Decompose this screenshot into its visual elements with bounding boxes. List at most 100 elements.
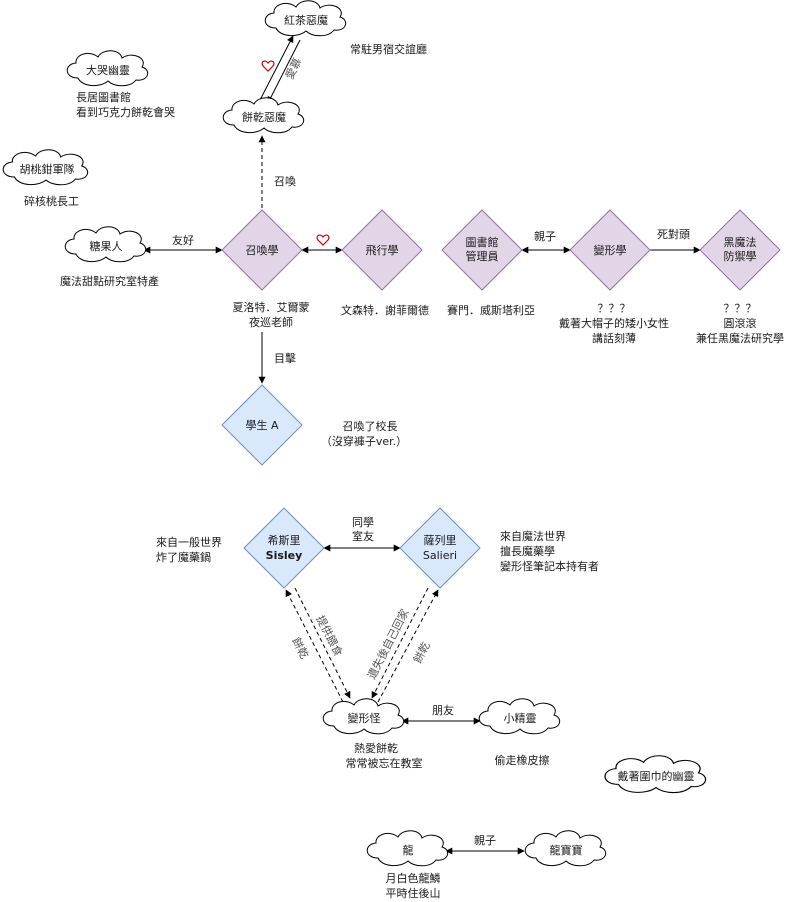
svg-text:圖書館: 圖書館 [466, 235, 499, 249]
svg-text:龍寶寶: 龍寶寶 [550, 843, 583, 857]
edge-label-rival: 死對頭 [657, 227, 690, 241]
edge-sisley-shapeshifter: 提供餵食 餅乾 [285, 587, 351, 703]
edge-label-friendly: 友好 [172, 233, 194, 247]
svg-text:月白色龍鱗: 月白色龍鱗 [386, 871, 441, 885]
svg-text:賽門．威斯塔利亞: 賽門．威斯塔利亞 [447, 303, 535, 317]
svg-text:希斯里: 希斯里 [268, 533, 301, 547]
edge-label-fetch-home: 遺失後自己回家 [364, 606, 411, 681]
note-transform: ？？？ 戴著大帽子的矮小女性 講話刻薄 [559, 302, 669, 345]
node-baby-dragon[interactable]: 龍寶寶 [524, 830, 607, 867]
edge-label-friends: 朋友 [432, 703, 454, 717]
svg-text:魔法甜點研究室特產: 魔法甜點研究室特產 [60, 274, 159, 288]
node-salieri[interactable]: 薩列里 Salieri [399, 507, 481, 589]
edge-label-witness: 目擊 [274, 351, 296, 365]
svg-text:變形學: 變形學 [594, 243, 627, 257]
svg-text:（沒穿褲子ver.）: （沒穿褲子ver.） [321, 434, 407, 448]
svg-text:？？？: ？？？ [724, 302, 757, 315]
edge-label-provide-feeding: 提供餵食 [313, 613, 345, 659]
node-shapeshifter[interactable]: 變形怪 [322, 698, 405, 735]
edge-rival: 死對頭 [650, 227, 701, 254]
node-summon[interactable]: 召喚學 [221, 209, 303, 291]
svg-text:夜巡老師: 夜巡老師 [249, 315, 293, 329]
svg-text:龍: 龍 [403, 843, 414, 857]
edge-summon: 召喚 [258, 135, 296, 208]
svg-text:戴著圍巾的幽靈: 戴著圍巾的幽靈 [618, 769, 695, 783]
heart-icon [316, 234, 330, 246]
svg-text:看到巧克力餅乾會哭: 看到巧克力餅乾會哭 [76, 105, 175, 119]
note-candy-man: 魔法甜點研究室特產 [60, 274, 159, 288]
svg-text:小精靈: 小精靈 [504, 712, 537, 725]
svg-text:偷走橡皮擦: 偷走橡皮擦 [495, 753, 550, 767]
node-transform[interactable]: 變形學 [569, 209, 651, 291]
svg-text:炸了魔藥鍋: 炸了魔藥鍋 [156, 550, 211, 564]
note-dark-defense: ？？？ 圓滾滾 兼任黑魔法研究學 [696, 302, 784, 345]
svg-text:戴著大帽子的矮小女性: 戴著大帽子的矮小女性 [559, 316, 669, 330]
svg-text:糖果人: 糖果人 [90, 239, 123, 253]
node-candy-man[interactable]: 糖果人 [64, 226, 147, 263]
note-dragon: 月白色龍鱗 平時住後山 [386, 871, 441, 900]
node-black-tea-demon[interactable]: 紅茶惡魔 [264, 0, 347, 37]
edge-friends: 朋友 [401, 703, 481, 725]
note-student-a: 召喚了校長 （沒穿褲子ver.） [321, 419, 407, 448]
node-flight[interactable]: 飛行學 [341, 209, 423, 291]
edge-parent-child-1: 親子 [521, 230, 571, 254]
svg-text:胡桃鉗軍隊: 胡桃鉗軍隊 [20, 162, 75, 176]
note-summon: 夏洛特．艾爾蒙 夜巡老師 [233, 300, 310, 329]
edge-label-classmates-1: 同學 [352, 516, 374, 529]
svg-text:圓滾滾: 圓滾滾 [724, 316, 757, 330]
svg-text:來自魔法世界: 來自魔法世界 [500, 529, 566, 543]
svg-text:平時住後山: 平時住後山 [386, 886, 441, 900]
svg-text:召喚學: 召喚學 [246, 244, 279, 257]
node-student-a[interactable]: 學生 A [221, 384, 303, 466]
svg-text:？？？: ？？？ [598, 302, 631, 315]
edge-classmates: 同學 室友 [323, 516, 401, 552]
edge-label-summon: 召喚 [274, 175, 296, 188]
node-sprite[interactable]: 小精靈 [478, 698, 561, 735]
note-black-tea-demon: 常駐男宿交誼廳 [350, 42, 427, 56]
svg-text:常駐男宿交誼廳: 常駐男宿交誼廳 [350, 42, 427, 56]
svg-text:薩列里: 薩列里 [424, 533, 457, 547]
svg-text:防禦學: 防禦學 [724, 249, 757, 263]
svg-text:紅茶惡魔: 紅茶惡魔 [284, 13, 328, 27]
edge-parent-child-2: 親子 [445, 834, 525, 855]
svg-text:變形怪: 變形怪 [348, 711, 381, 725]
note-sprite: 偷走橡皮擦 [495, 753, 550, 767]
svg-text:講話刻薄: 講話刻薄 [592, 331, 636, 345]
svg-text:熱愛餅乾: 熱愛餅乾 [354, 741, 398, 755]
svg-text:餅乾惡魔: 餅乾惡魔 [242, 110, 286, 124]
svg-text:文森特．謝菲爾德: 文森特．謝菲爾德 [341, 303, 429, 317]
edge-witness: 目擊 [258, 332, 296, 384]
svg-text:飛行學: 飛行學 [366, 244, 399, 257]
note-walnut-army: 碎核桃長工 [24, 194, 79, 208]
svg-text:大哭幽靈: 大哭幽靈 [86, 63, 130, 77]
edge-label-classmates-2: 室友 [352, 529, 374, 543]
svg-text:黑魔法: 黑魔法 [724, 235, 757, 249]
note-librarian: 賽門．威斯塔利亞 [447, 303, 535, 317]
node-sisley[interactable]: 希斯里 Sisley [243, 507, 325, 589]
note-shapeshifter: 熱愛餅乾 常常被忘在教室 [346, 741, 423, 770]
edge-friendly: 友好 [143, 233, 223, 254]
note-salieri: 來自魔法世界 擅長魔藥學 變形怪筆記本持有者 [500, 529, 599, 573]
svg-text:夏洛特．艾爾蒙: 夏洛特．艾爾蒙 [233, 300, 310, 314]
svg-text:常常被忘在教室: 常常被忘在教室 [346, 756, 423, 770]
node-crying-ghost[interactable]: 大哭幽靈 [66, 50, 149, 87]
svg-text:學生 A: 學生 A [245, 418, 278, 432]
node-walnut-army[interactable]: 胡桃鉗軍隊 [2, 149, 89, 186]
edge-label-parent-child-2: 親子 [474, 834, 496, 847]
svg-text:來自一般世界: 來自一般世界 [156, 536, 222, 549]
edge-label-biscuit-2: 餅乾 [410, 639, 432, 665]
svg-text:擅長魔藥學: 擅長魔藥學 [500, 544, 555, 558]
note-sisley: 來自一般世界 炸了魔藥鍋 [156, 536, 222, 564]
node-librarian[interactable]: 圖書館 管理員 [441, 209, 523, 291]
node-dark-defense[interactable]: 黑魔法 防禦學 [699, 209, 781, 291]
svg-text:Sisley: Sisley [266, 549, 303, 562]
edge-salieri-shapeshifter: 遺失後自己回家 餅乾 [364, 587, 439, 703]
edge-label-parent-child-1: 親子 [534, 230, 556, 243]
node-biscuit-demon[interactable]: 餅乾惡魔 [222, 97, 305, 134]
svg-text:變形怪筆記本持有者: 變形怪筆記本持有者 [500, 559, 599, 573]
svg-text:兼任黑魔法研究學: 兼任黑魔法研究學 [696, 331, 784, 345]
svg-text:Salieri: Salieri [423, 549, 457, 562]
node-scarf-ghost[interactable]: 戴著圍巾的幽靈 [604, 755, 707, 794]
node-dragon[interactable]: 龍 [366, 830, 449, 867]
